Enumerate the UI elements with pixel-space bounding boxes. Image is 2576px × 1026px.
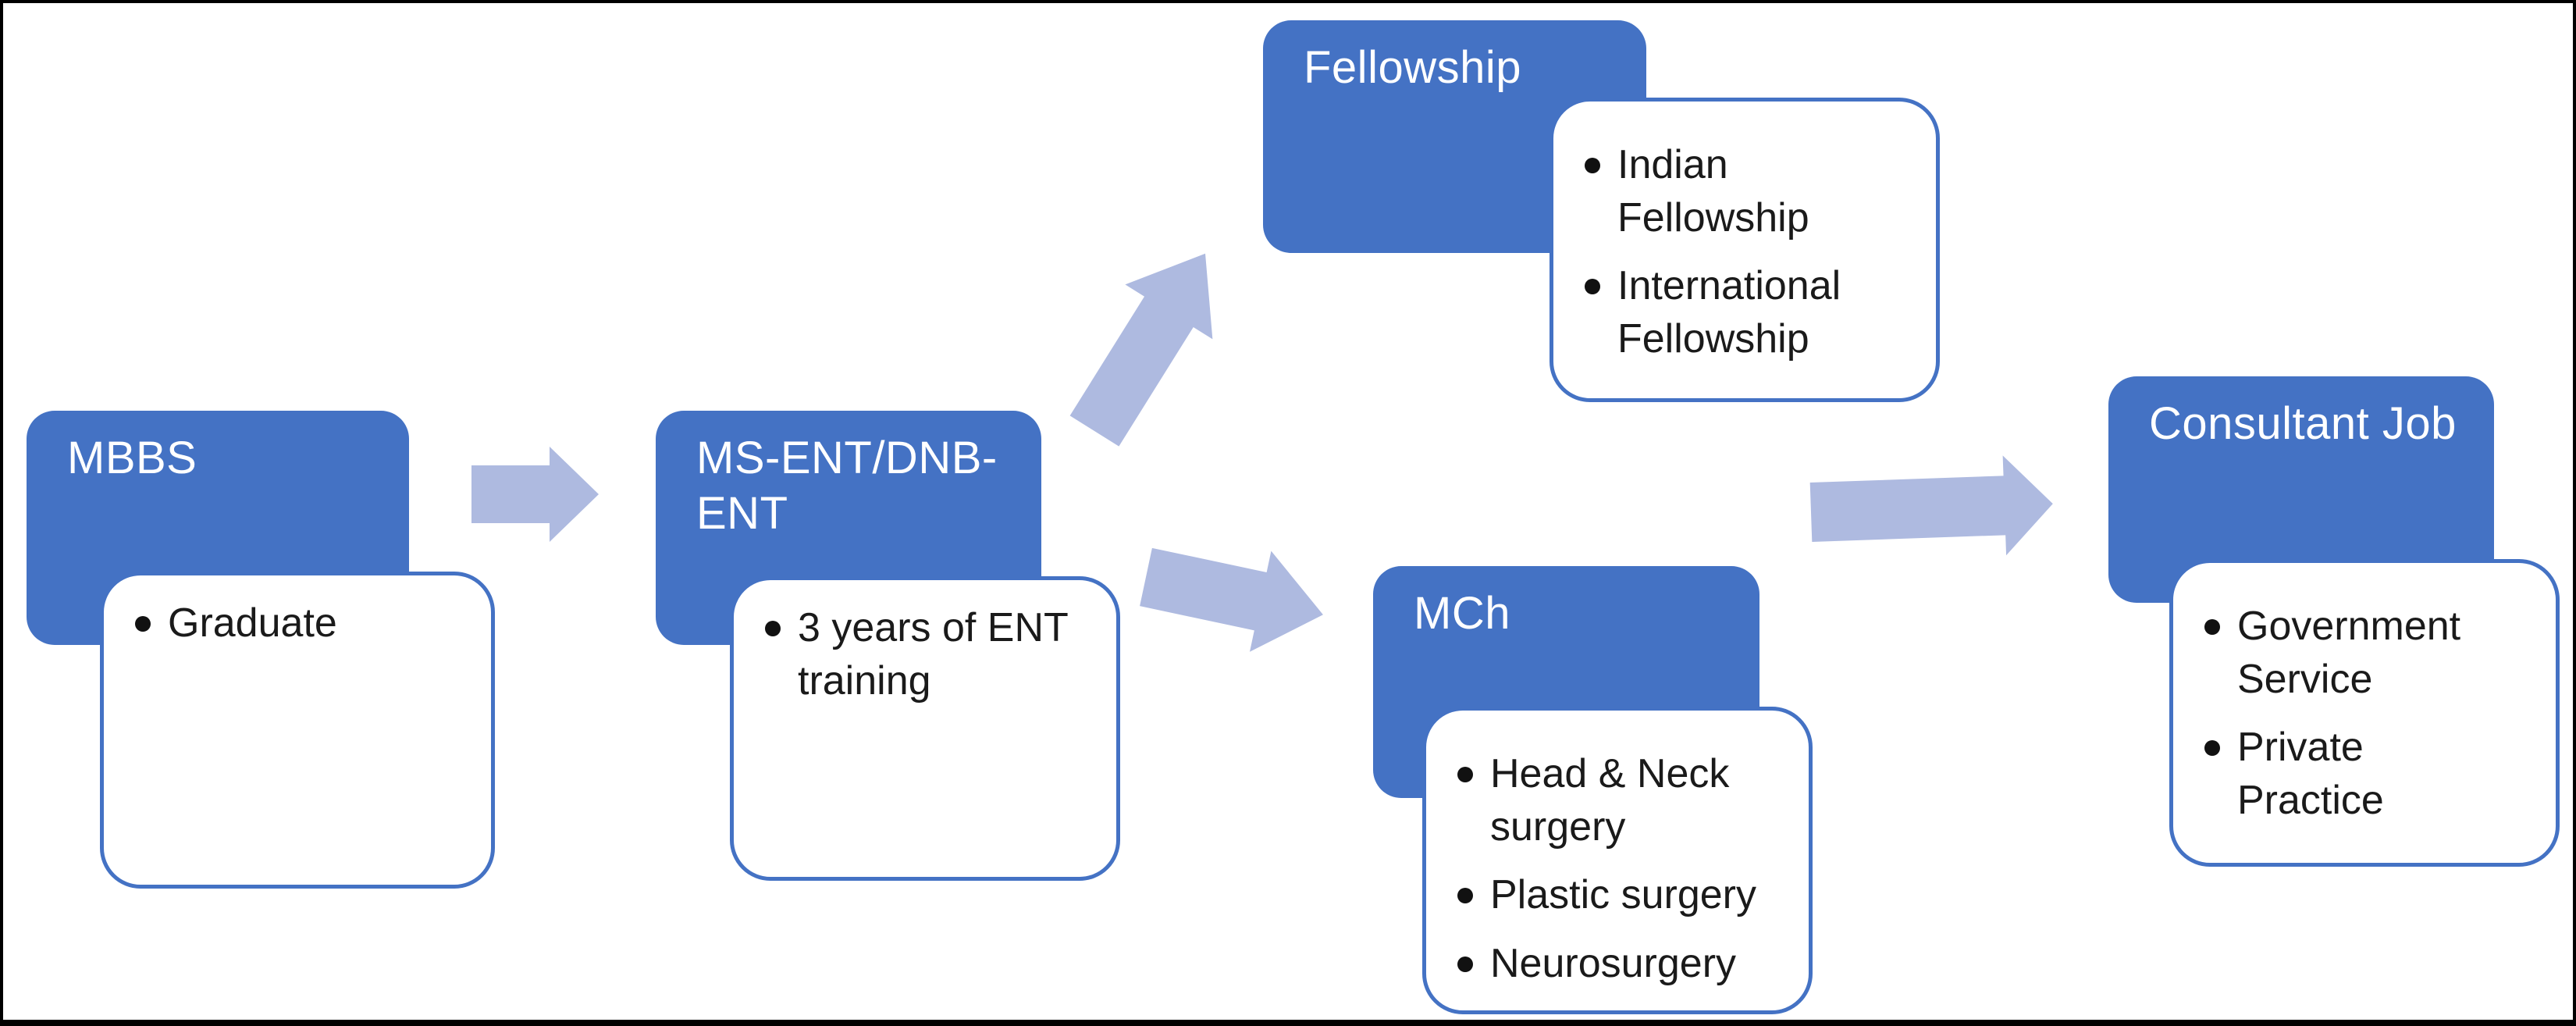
list-item: Private Practice: [2204, 721, 2545, 827]
list-item: International Fellowship: [1585, 260, 1925, 365]
bullet-dot-icon: [765, 621, 781, 636]
node-msent-details: 3 years of ENT training: [730, 576, 1120, 881]
list-item: Head & Neck surgery: [1457, 748, 1798, 853]
node-consultant-job-details: Government Service Private Practice: [2169, 559, 2560, 867]
node-mbbs-details: Graduate: [100, 572, 495, 889]
list-item: Graduate: [135, 597, 480, 650]
bullet-dot-icon: [1457, 888, 1473, 904]
bullet-dot-icon: [2204, 619, 2220, 635]
bullet-text: Graduate: [168, 600, 337, 646]
list-item: 3 years of ENT training: [765, 602, 1105, 707]
bullet-text: Plastic surgery: [1490, 872, 1756, 918]
bullet-dot-icon: [1457, 767, 1473, 782]
node-fellowship-details: Indian Fellowship International Fellowsh…: [1550, 98, 1940, 402]
node-msent-title: MS-ENT/DNB- ENT: [696, 433, 998, 539]
bullet-text: Neurosurgery: [1490, 940, 1737, 986]
node-mch-details: Head & Neck surgery Plastic surgery Neur…: [1422, 707, 1813, 1014]
bullet-dot-icon: [135, 616, 151, 632]
list-item: Government Service: [2204, 600, 2545, 706]
node-mbbs-title: MBBS: [67, 433, 197, 483]
arrow-msent-to-fellowship-icon: [1069, 253, 1213, 447]
bullet-text: International Fellowship: [1617, 263, 1841, 362]
arrow-msent-to-mch-icon: [1140, 547, 1323, 652]
bullet-dot-icon: [1457, 956, 1473, 972]
bullet-dot-icon: [2204, 740, 2220, 757]
bullet-text: Government Service: [2237, 604, 2461, 702]
arrow-to-consultant-icon: [1809, 455, 2053, 556]
list-item: Indian Fellowship: [1585, 139, 1925, 244]
bullet-dot-icon: [1585, 158, 1600, 173]
node-consultant-job-title: Consultant Job: [2149, 398, 2457, 449]
arrow-mbbs-to-msent-icon: [471, 447, 599, 542]
bullet-text: Indian Fellowship: [1617, 142, 1809, 240]
bullet-text: 3 years of ENT training: [798, 605, 1069, 704]
list-item: Plastic surgery: [1457, 869, 1798, 922]
node-fellowship-title: Fellowship: [1304, 42, 1521, 93]
flow-arrows-layer: [471, 253, 2053, 652]
bullet-text: Private Practice: [2237, 725, 2384, 823]
list-item: Neurosurgery: [1457, 938, 1798, 991]
node-mch-title: MCh: [1414, 588, 1510, 639]
bullet-dot-icon: [1585, 279, 1600, 295]
bullet-text: Head & Neck surgery: [1490, 751, 1730, 850]
